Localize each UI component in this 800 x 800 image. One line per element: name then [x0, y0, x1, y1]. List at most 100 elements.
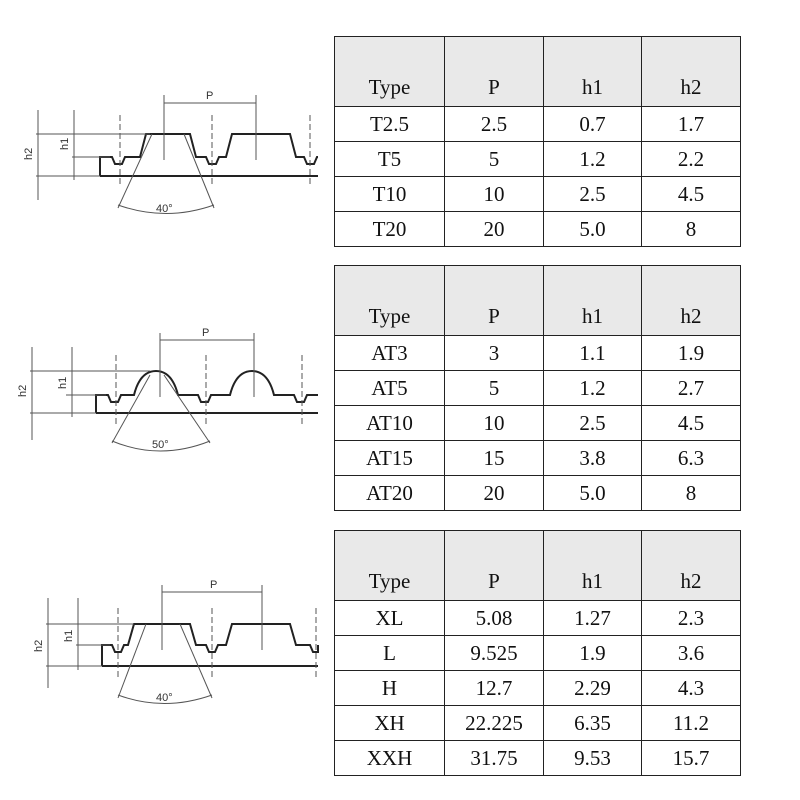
cell-h1: 1.1	[543, 335, 642, 371]
cell-p: 3	[444, 335, 544, 371]
cell-h2: 8	[641, 211, 741, 247]
cell-h1: 1.9	[543, 635, 642, 671]
angle-label: 40°	[156, 692, 173, 704]
imperial-profile-svg: P h2 h1 40°	[33, 579, 319, 704]
table-row: H 12.7 2.29 4.3	[334, 670, 741, 706]
header-type: Type	[334, 530, 445, 601]
h2-label: h2	[33, 640, 45, 652]
header-p: P	[444, 530, 544, 601]
cell-p: 20	[444, 211, 544, 247]
h1-label: h1	[63, 630, 75, 642]
header-p: P	[444, 265, 544, 336]
cell-h1: 5.0	[543, 211, 642, 247]
angle-label: 50°	[152, 439, 169, 451]
imperial-profile-table: Type P h1 h2 XL 5.08 1.27 2.3 L 9.525 1.…	[334, 530, 741, 776]
header-h1: h1	[543, 265, 642, 336]
h2-label: h2	[17, 385, 29, 397]
t-profile-section: P h2 h1 40° Type P h1 h2 T2.5 2.5 0.7 1.…	[0, 0, 800, 250]
at-profile-drawing: P h2 h1 50°	[0, 265, 330, 515]
header-type: Type	[334, 265, 445, 336]
cell-h1: 1.27	[543, 600, 642, 636]
cell-h2: 4.5	[641, 176, 741, 212]
cell-type: L	[334, 635, 445, 671]
cell-p: 20	[444, 475, 544, 511]
imperial-profile-drawing: P h2 h1 40°	[0, 530, 330, 780]
cell-h1: 3.8	[543, 440, 642, 476]
cell-type: XL	[334, 600, 445, 636]
table-row: XXH 31.75 9.53 15.7	[334, 740, 741, 776]
belt-outline	[101, 623, 319, 666]
table-header-row: Type P h1 h2	[334, 265, 741, 336]
cell-h1: 1.2	[543, 370, 642, 406]
header-h1: h1	[543, 530, 642, 601]
cell-h2: 11.2	[641, 705, 741, 741]
cell-type: AT3	[334, 335, 445, 371]
cell-type: T10	[334, 176, 445, 212]
table-row: T10 10 2.5 4.5	[334, 176, 741, 212]
header-h1: h1	[543, 36, 642, 107]
cell-p: 12.7	[444, 670, 544, 706]
cell-type: AT5	[334, 370, 445, 406]
cell-h1: 1.2	[543, 141, 642, 177]
cell-p: 31.75	[444, 740, 544, 776]
cell-type: AT10	[334, 405, 445, 441]
table-header-row: Type P h1 h2	[334, 530, 741, 601]
cell-h2: 15.7	[641, 740, 741, 776]
cell-h2: 3.6	[641, 635, 741, 671]
cell-p: 2.5	[444, 106, 544, 142]
table-row: T5 5 1.2 2.2	[334, 141, 741, 177]
cell-h1: 0.7	[543, 106, 642, 142]
pitch-label: P	[210, 579, 217, 591]
cell-h2: 2.7	[641, 370, 741, 406]
belt-outline	[99, 133, 318, 176]
at-profile-svg: P h2 h1 50°	[17, 327, 318, 452]
cell-h1: 6.35	[543, 705, 642, 741]
cell-p: 5	[444, 141, 544, 177]
h1-label: h1	[59, 138, 71, 150]
angle-label: 40°	[156, 203, 173, 215]
cell-p: 15	[444, 440, 544, 476]
cell-type: AT15	[334, 440, 445, 476]
header-h2: h2	[641, 530, 741, 601]
table-row: AT20 20 5.0 8	[334, 475, 741, 511]
table-row: L 9.525 1.9 3.6	[334, 635, 741, 671]
t-profile-svg: P h2 h1 40°	[23, 90, 318, 215]
header-type: Type	[334, 36, 445, 107]
table-row: AT3 3 1.1 1.9	[334, 335, 741, 371]
cell-p: 10	[444, 176, 544, 212]
cell-h1: 5.0	[543, 475, 642, 511]
table-header-row: Type P h1 h2	[334, 36, 741, 107]
table-row: AT10 10 2.5 4.5	[334, 405, 741, 441]
cell-h2: 1.9	[641, 335, 741, 371]
cell-h2: 1.7	[641, 106, 741, 142]
imperial-profile-section: P h2 h1 40° Type P h1 h2 XL 5.08 1.27 2.…	[0, 530, 800, 780]
table-row: XH 22.225 6.35 11.2	[334, 705, 741, 741]
at-profile-section: P h2 h1 50° Type P h1 h2 AT3 3 1.1 1.9 A…	[0, 265, 800, 515]
cell-p: 5	[444, 370, 544, 406]
cell-h1: 2.29	[543, 670, 642, 706]
cell-h2: 4.3	[641, 670, 741, 706]
cell-type: T5	[334, 141, 445, 177]
cell-type: AT20	[334, 475, 445, 511]
cell-h1: 2.5	[543, 176, 642, 212]
at-profile-table: Type P h1 h2 AT3 3 1.1 1.9 AT5 5 1.2 2.7…	[334, 265, 741, 511]
cell-h2: 8	[641, 475, 741, 511]
table-row: AT15 15 3.8 6.3	[334, 440, 741, 476]
table-row: T20 20 5.0 8	[334, 211, 741, 247]
cell-p: 22.225	[444, 705, 544, 741]
h1-label: h1	[57, 377, 69, 389]
cell-type: XH	[334, 705, 445, 741]
h2-label: h2	[23, 148, 35, 160]
cell-h1: 9.53	[543, 740, 642, 776]
table-row: T2.5 2.5 0.7 1.7	[334, 106, 741, 142]
cell-h2: 2.3	[641, 600, 741, 636]
t-profile-drawing: P h2 h1 40°	[0, 0, 330, 250]
pitch-label: P	[206, 90, 213, 102]
cell-type: XXH	[334, 740, 445, 776]
cell-p: 10	[444, 405, 544, 441]
header-p: P	[444, 36, 544, 107]
belt-outline	[95, 369, 318, 413]
cell-p: 5.08	[444, 600, 544, 636]
cell-h2: 4.5	[641, 405, 741, 441]
cell-type: T2.5	[334, 106, 445, 142]
